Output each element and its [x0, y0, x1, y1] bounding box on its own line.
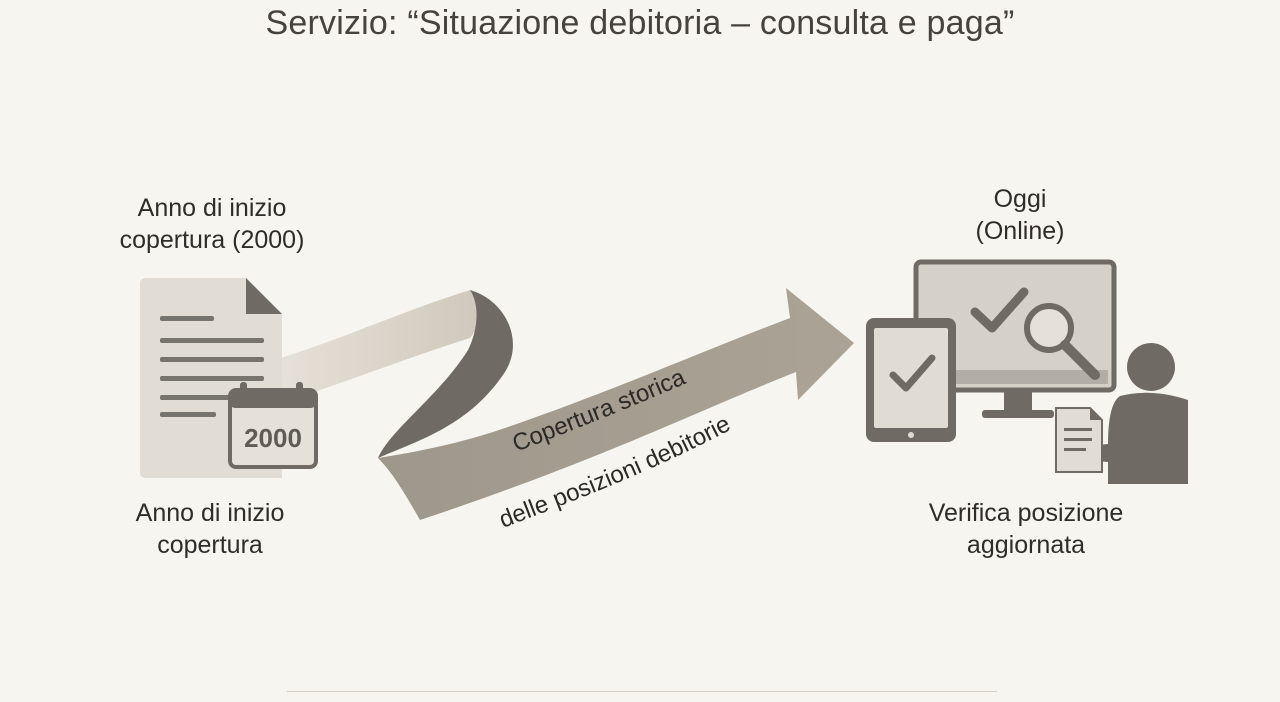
start-caption-line-2: copertura	[157, 531, 263, 559]
calendar-icon: 2000	[228, 382, 318, 469]
end-heading: Oggi (Online)	[870, 183, 1170, 247]
monitor-icon	[913, 259, 1117, 418]
start-caption: Anno di inizio copertura	[60, 497, 360, 561]
end-caption-line-1: Verifica posizione	[928, 499, 1124, 527]
start-heading-line-1: Anno di inizio	[137, 194, 287, 222]
page-title: Servizio: “Situazione debitoria – consul…	[265, 4, 1015, 42]
end-heading-line-1: Oggi	[993, 185, 1047, 213]
end-caption: Verifica posizione aggiornata	[868, 497, 1184, 561]
paper-icon	[1055, 407, 1103, 473]
end-caption-line-2: aggiornata	[966, 531, 1086, 559]
start-caption-line-1: Anno di inizio	[135, 499, 285, 527]
ribbon-tail	[280, 290, 482, 402]
end-heading-line-2: (Online)	[975, 217, 1065, 245]
calendar-year: 2000	[244, 423, 302, 453]
tablet-icon	[866, 318, 956, 442]
magnifier-icon	[1024, 303, 1100, 380]
bottom-divider	[287, 691, 997, 692]
ribbon-arrow	[378, 288, 854, 520]
checkmark-icon	[970, 287, 1029, 333]
ribbon-fold	[378, 290, 513, 458]
start-heading: Anno di inizio copertura (2000)	[62, 192, 362, 256]
person-icon	[1082, 343, 1188, 484]
start-heading-line-2: copertura (2000)	[119, 226, 305, 254]
